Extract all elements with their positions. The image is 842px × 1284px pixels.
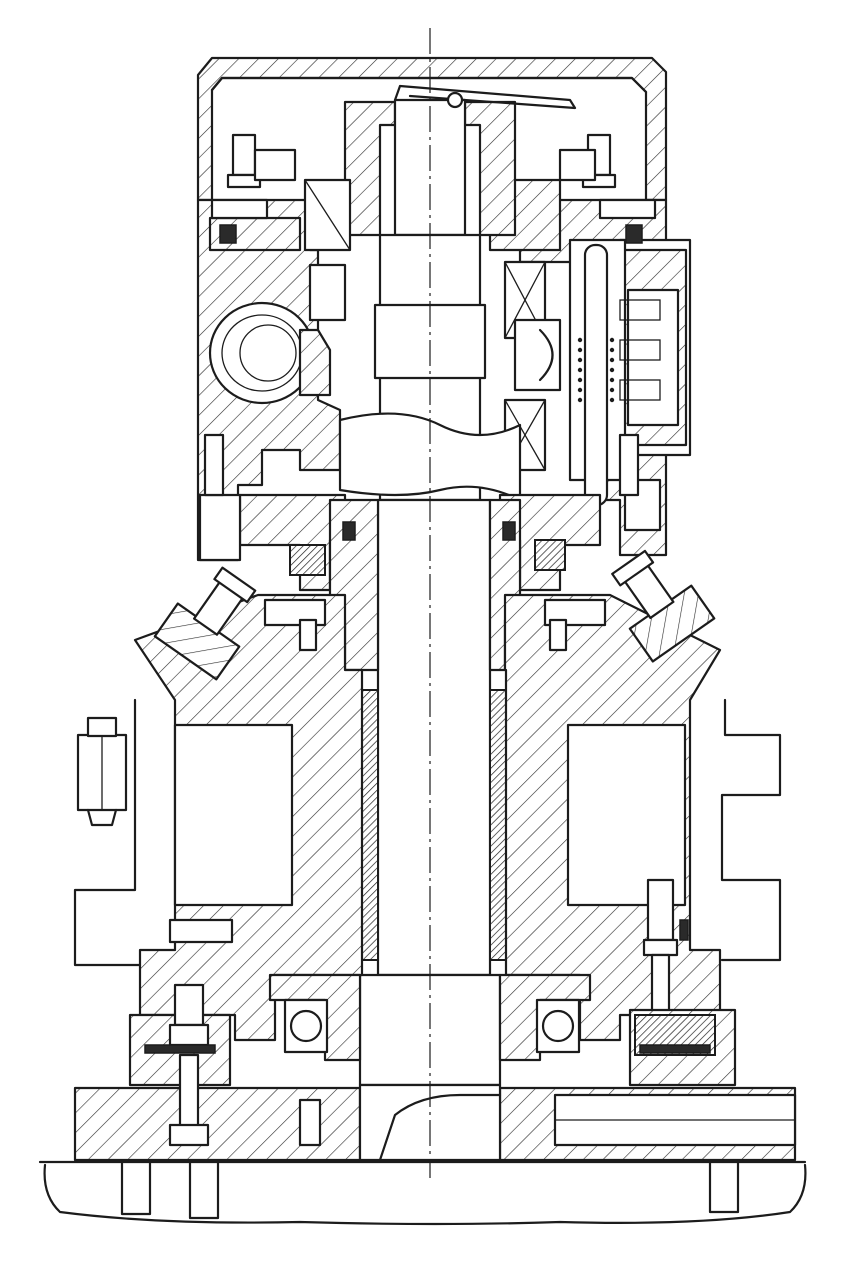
foundation [38, 1160, 807, 1226]
side-bolt [76, 716, 128, 827]
lower-bearings [268, 973, 592, 1062]
right-stud [642, 878, 689, 1017]
middle-bearing-housing [198, 433, 640, 672]
angled-bolt-left [153, 566, 257, 681]
top-bolts [210, 133, 657, 244]
lower-housing [73, 593, 782, 1042]
main-shaft [338, 84, 577, 1087]
angled-bolt-right [611, 549, 716, 663]
base-plate [73, 983, 797, 1162]
valve-block [568, 238, 662, 532]
worm-gear [208, 301, 332, 405]
